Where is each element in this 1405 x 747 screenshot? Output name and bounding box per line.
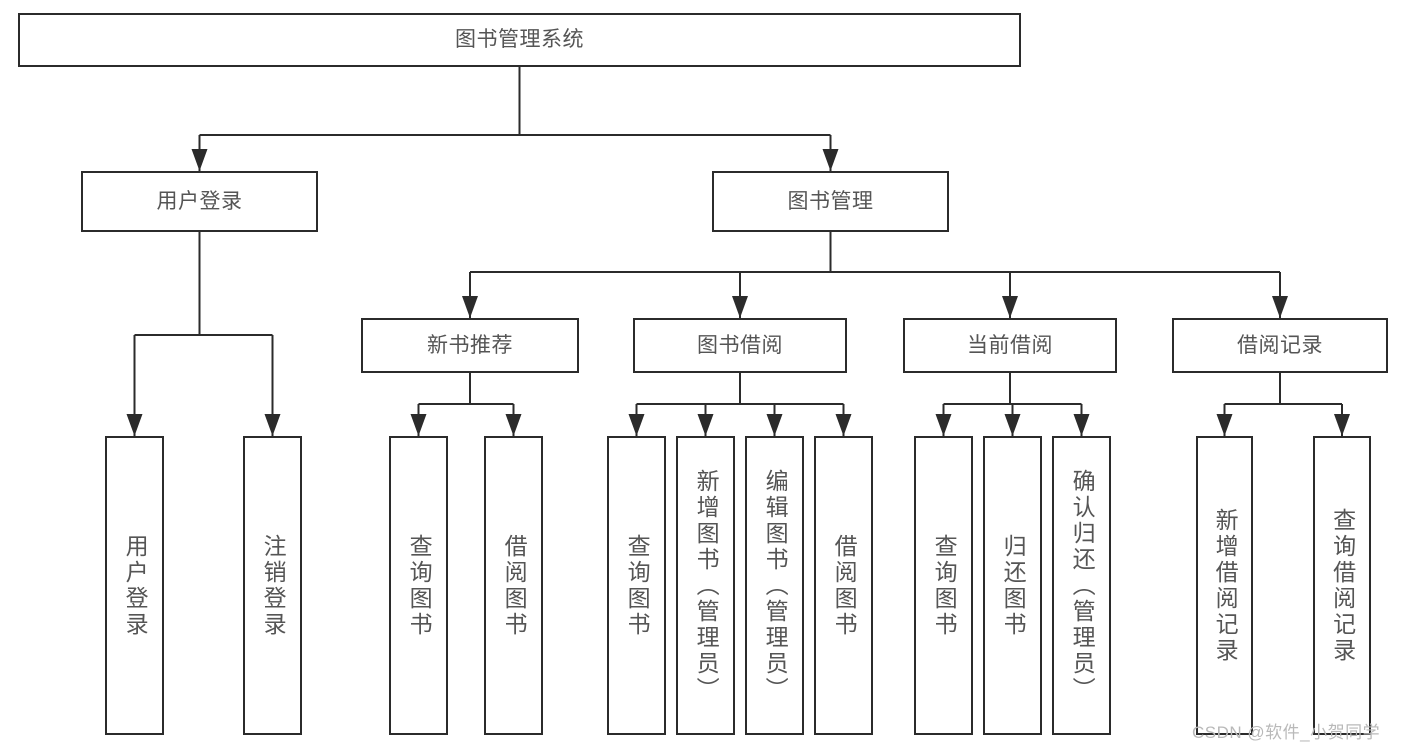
node-leaf-borrow-query[interactable]: 查询图书 — [607, 436, 666, 735]
node-leaf-cur-confirm[interactable]: 确认归还（管理员） — [1052, 436, 1111, 735]
node-current[interactable]: 当前借阅 — [903, 318, 1117, 373]
node-records[interactable]: 借阅记录 — [1172, 318, 1388, 373]
node-leaf-new-query[interactable]: 查询图书 — [389, 436, 448, 735]
node-borrow[interactable]: 图书借阅 — [633, 318, 847, 373]
node-label: 用户登录 — [122, 533, 149, 638]
node-newbook[interactable]: 新书推荐 — [361, 318, 579, 373]
node-leaf-user-logout[interactable]: 注销登录 — [243, 436, 302, 735]
node-leaf-rec-query[interactable]: 查询借阅记录 — [1313, 436, 1371, 735]
node-label: 用户登录 — [156, 189, 243, 213]
node-leaf-new-borrow[interactable]: 借阅图书 — [484, 436, 543, 735]
node-label: 借阅图书 — [831, 533, 858, 638]
node-label: 新书推荐 — [427, 333, 513, 357]
node-label: 确认归还（管理员） — [1069, 468, 1096, 703]
node-label: 查询图书 — [624, 533, 651, 638]
node-leaf-borrow-lend[interactable]: 借阅图书 — [814, 436, 873, 735]
node-login[interactable]: 用户登录 — [81, 171, 318, 232]
node-label: 当前借阅 — [967, 333, 1053, 357]
node-label: 注销登录 — [260, 533, 287, 638]
node-leaf-rec-add[interactable]: 新增借阅记录 — [1196, 436, 1253, 735]
node-leaf-cur-return[interactable]: 归还图书 — [983, 436, 1042, 735]
node-label: 新增借阅记录 — [1212, 507, 1239, 664]
node-label: 编辑图书（管理员） — [762, 468, 789, 703]
node-label: 查询图书 — [931, 533, 958, 638]
node-label: 查询图书 — [406, 533, 433, 638]
node-label: 借阅图书 — [501, 533, 528, 638]
node-root[interactable]: 图书管理系统 — [18, 13, 1021, 67]
node-label: 借阅记录 — [1237, 333, 1323, 357]
node-label: 图书借阅 — [697, 333, 783, 357]
watermark: CSDN @软件_小贺同学 — [1192, 723, 1381, 742]
node-leaf-borrow-edit[interactable]: 编辑图书（管理员） — [745, 436, 804, 735]
node-label: 新增图书（管理员） — [693, 468, 720, 703]
node-label: 图书管理 — [787, 189, 874, 213]
node-label: 查询借阅记录 — [1329, 507, 1356, 664]
node-label: 图书管理系统 — [455, 28, 584, 52]
node-leaf-cur-query[interactable]: 查询图书 — [914, 436, 973, 735]
node-leaf-user-login[interactable]: 用户登录 — [105, 436, 164, 735]
node-label: 归还图书 — [1000, 533, 1027, 638]
node-bookmgr[interactable]: 图书管理 — [712, 171, 949, 232]
node-leaf-borrow-add[interactable]: 新增图书（管理员） — [676, 436, 735, 735]
